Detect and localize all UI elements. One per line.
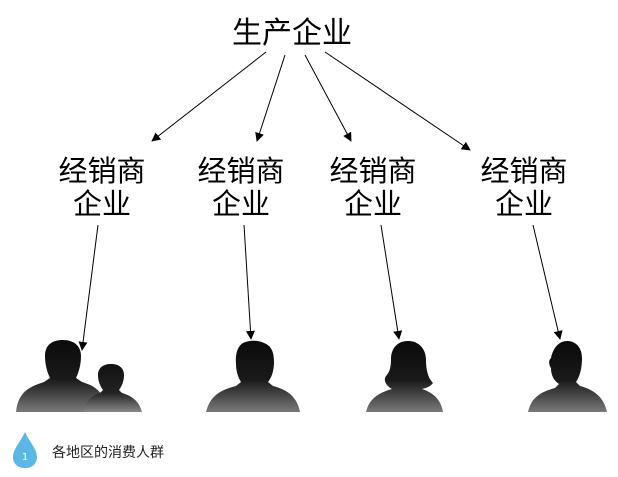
- arrow-to-dealer-1: [151, 51, 267, 142]
- footnote-number: 1: [22, 452, 28, 463]
- dealer-2-line2: 企业: [212, 187, 270, 221]
- man-silhouette-icon: [206, 340, 300, 412]
- footnote: 1 各地区的消费人群: [10, 430, 164, 470]
- top-node-label: 生产企业: [232, 16, 352, 51]
- dealer-node-4: 经销商 企业: [480, 154, 567, 221]
- arrow-to-consumer-2: [243, 224, 255, 340]
- water-drop-icon: 1: [13, 432, 37, 468]
- dealer-2-line1: 经销商: [197, 154, 284, 188]
- arrow-to-consumer-3: [380, 224, 403, 340]
- dealer-node-3: 经销商 企业: [329, 154, 416, 221]
- arrow-to-dealer-2: [255, 54, 286, 142]
- dealer-4-line1: 经销商: [480, 154, 567, 188]
- arrow-to-dealer-3: [304, 54, 352, 142]
- arrow-to-dealer-4: [324, 51, 471, 151]
- dealer-to-consumer-arrows: [78, 224, 563, 351]
- dealer-node-1: 经销商 企业: [58, 154, 145, 221]
- dealer-3-line1: 经销商: [329, 154, 416, 188]
- woman-silhouette-icon: [366, 341, 443, 412]
- footnote-label: 各地区的消费人群: [52, 445, 164, 461]
- arrow-to-consumer-1: [78, 224, 99, 351]
- top-to-dealer-arrows: [151, 51, 471, 151]
- person-silhouette-icon: [528, 341, 607, 412]
- two-people-silhouette-icon: [16, 340, 142, 412]
- dealer-4-line2: 企业: [495, 187, 553, 221]
- arrow-to-consumer-4: [532, 224, 563, 340]
- dealer-node-2: 经销商 企业: [197, 154, 284, 221]
- dealer-1-line2: 企业: [73, 187, 131, 221]
- dealer-1-line1: 经销商: [58, 154, 145, 188]
- dealer-3-line2: 企业: [344, 187, 402, 221]
